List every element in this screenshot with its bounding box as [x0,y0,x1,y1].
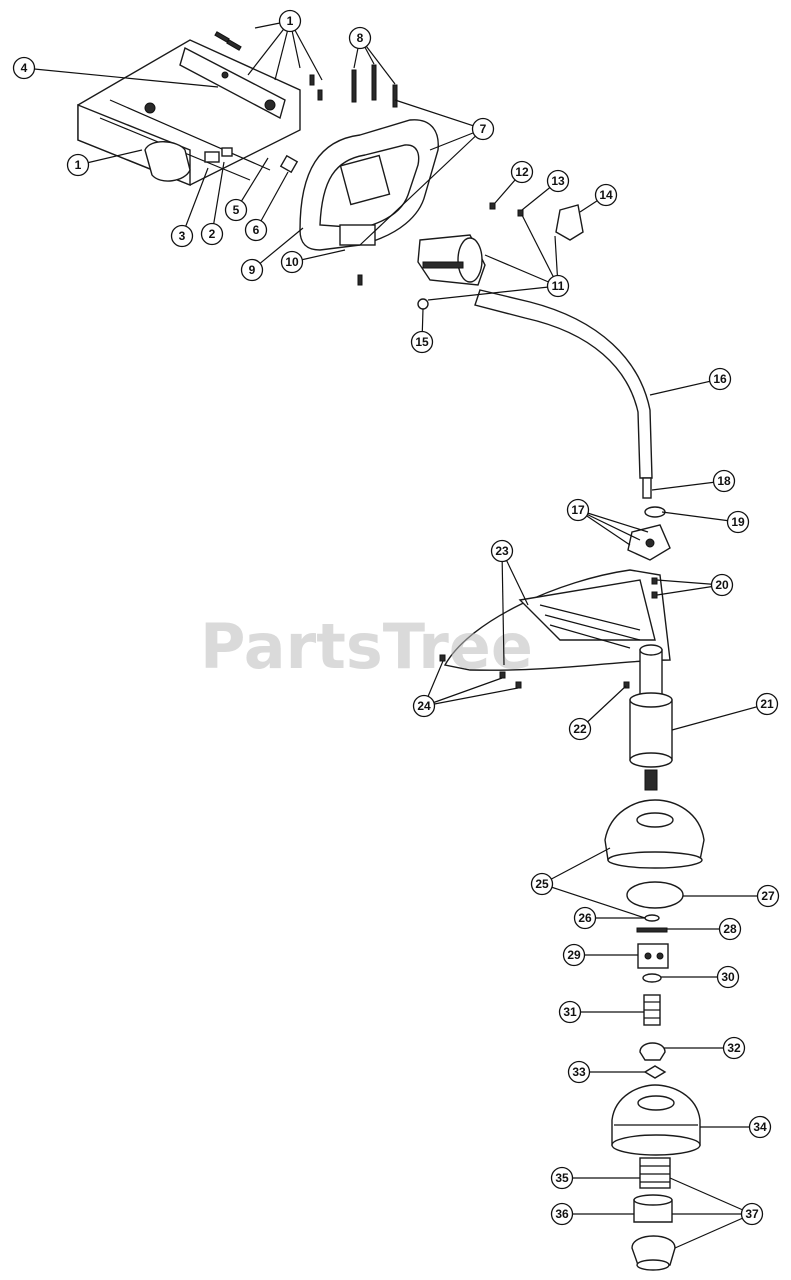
svg-text:34: 34 [753,1120,767,1134]
handle-loop [299,119,439,286]
svg-text:1: 1 [75,158,82,172]
spring [643,994,661,1026]
gear-head [627,506,671,561]
callout-22: 22 [568,717,592,741]
svg-text:33: 33 [572,1065,586,1079]
bolts-8 [351,64,398,108]
svg-text:21: 21 [760,697,774,711]
callout-27: 27 [756,884,780,908]
callout-19: 19 [726,510,750,534]
callout-2: 2 [200,222,224,246]
svg-text:14: 14 [599,188,613,202]
callout-31: 31 [558,1000,582,1024]
svg-text:12: 12 [515,165,529,179]
callout-5: 5 [224,198,248,222]
drive-shaft [474,289,653,499]
svg-text:15: 15 [415,335,429,349]
svg-text:3: 3 [179,229,186,243]
svg-text:1: 1 [287,14,294,28]
callout-16: 16 [708,367,732,391]
callout-20: 20 [710,573,734,597]
callout-30: 30 [716,965,740,989]
trimmer-spool-housing [604,799,705,869]
callout-14: 14 [594,183,618,207]
svg-text:31: 31 [563,1005,577,1019]
callout-8: 8 [348,26,372,50]
shaft-clamp [417,234,486,286]
callout-12: 12 [510,160,534,184]
svg-text:25: 25 [535,877,549,891]
svg-text:30: 30 [721,970,735,984]
watermark: PartsTree [200,610,533,683]
callout-11: 11 [546,274,570,298]
callout-17: 17 [566,498,590,522]
callout-1-top: 1 [278,9,302,33]
svg-text:11: 11 [552,279,565,293]
o-ring [626,881,684,909]
svg-text:26: 26 [578,911,592,925]
callout-29: 29 [562,943,586,967]
adapter-block [637,943,669,969]
small-hardware-upper [204,31,323,174]
callout-23: 23 [490,539,514,563]
svg-text:10: 10 [285,255,299,269]
svg-text:2: 2 [209,227,216,241]
callout-21: 21 [755,692,779,716]
callout-24: 24 [412,694,436,718]
svg-text:16: 16 [713,372,727,386]
svg-text:17: 17 [571,503,585,517]
svg-text:28: 28 [723,922,737,936]
callout-4: 4 [12,56,36,80]
callout-7: 7 [471,117,495,141]
callout-26: 26 [573,906,597,930]
svg-text:6: 6 [253,223,260,237]
cutting-guard [443,569,671,671]
callout-13: 13 [546,169,570,193]
callout-33: 33 [567,1060,591,1084]
svg-text:24: 24 [417,699,431,713]
callout-6: 6 [244,218,268,242]
svg-text:18: 18 [717,474,731,488]
callout-1-left: 1 [66,153,90,177]
svg-text:20: 20 [715,578,729,592]
spool [611,1084,701,1156]
callout-36: 36 [550,1202,574,1226]
svg-text:29: 29 [567,948,581,962]
clip [643,1065,667,1079]
svg-text:37: 37 [745,1207,759,1221]
gear-housing [629,644,673,791]
svg-text:9: 9 [249,263,256,277]
svg-text:35: 35 [555,1171,569,1185]
callout-9: 9 [240,258,264,282]
svg-text:27: 27 [761,889,775,903]
svg-text:4: 4 [21,61,28,75]
callout-25: 25 [530,872,554,896]
callout-32: 32 [722,1036,746,1060]
svg-text:32: 32 [727,1041,741,1055]
svg-text:22: 22 [573,722,587,736]
svg-text:19: 19 [731,515,745,529]
small-hardware-mid [417,202,524,310]
callout-10: 10 [280,250,304,274]
bump-knob-parts [631,1157,676,1271]
svg-text:8: 8 [357,31,364,45]
callout-35: 35 [550,1166,574,1190]
engine-housing [77,39,301,187]
hanger-bracket [555,204,584,241]
callout-37: 37 [740,1202,764,1226]
callout-28: 28 [718,917,742,941]
eyelet [639,1042,666,1061]
callout-34: 34 [748,1115,772,1139]
svg-text:13: 13 [551,174,565,188]
callout-15: 15 [410,330,434,354]
svg-text:36: 36 [555,1207,569,1221]
svg-text:23: 23 [495,544,509,558]
svg-text:5: 5 [233,203,240,217]
small-washers [636,914,668,983]
callout-3: 3 [170,224,194,248]
svg-text:7: 7 [480,122,487,136]
callout-18: 18 [712,469,736,493]
starter-grip [144,141,191,182]
